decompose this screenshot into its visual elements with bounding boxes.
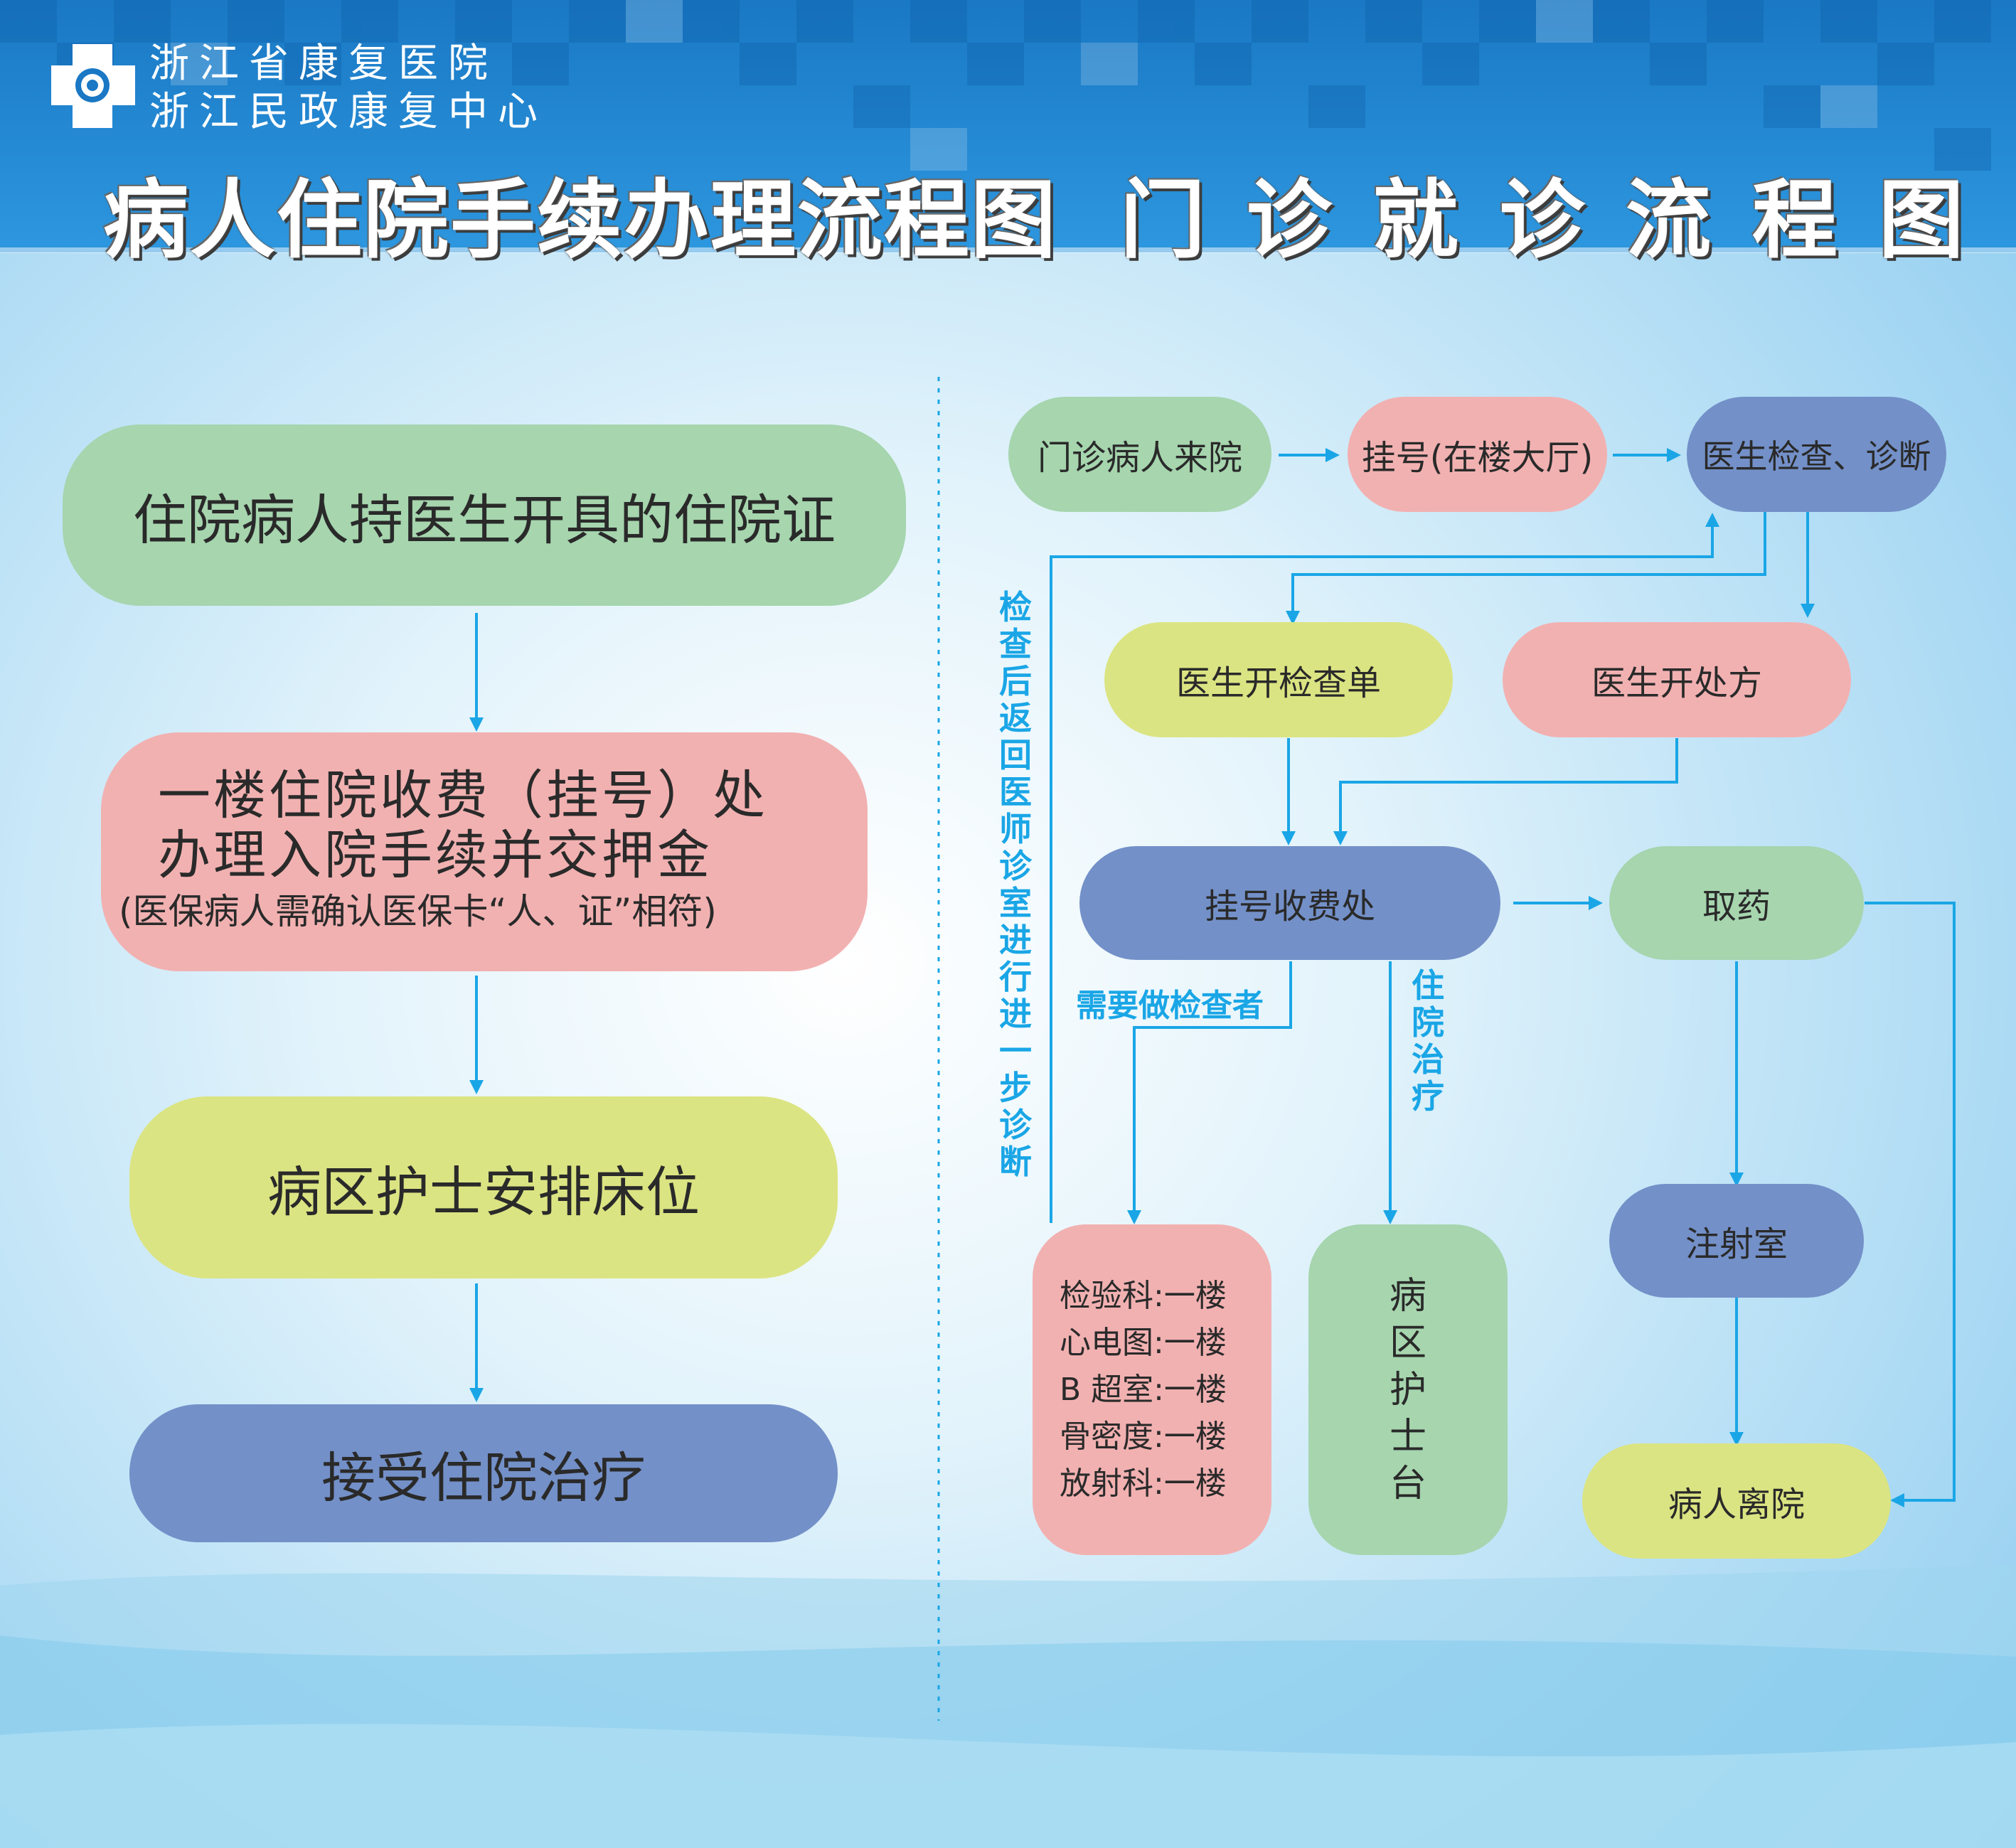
lab-row: 放射科:一楼: [1060, 1465, 1227, 1502]
inpatient-step-admission-certificate: 住院病人持医生开具的住院证: [63, 424, 906, 606]
inpatient-step-payment: 一楼住院收费（挂号）处 办理入院手续并交押金 (医保病人需确认医保卡“人、证”相…: [101, 732, 868, 971]
label-hospitalize: 住院治疗: [1412, 966, 1444, 1116]
outpatient-pharmacy-text: 取药: [1702, 887, 1771, 926]
inpatient-step2-line1: 一楼住院收费（挂号）处: [158, 765, 768, 826]
outpatient-pharmacy: 取药: [1609, 846, 1864, 960]
org-name-line2: 浙江民政康复中心: [149, 89, 548, 135]
label-need-exam: 需要做检查者: [1076, 988, 1264, 1024]
inpatient-step2-line2: 办理入院手续并交押金: [158, 825, 713, 886]
lab-row: 检验科:一楼: [1060, 1277, 1227, 1314]
outpatient-register: 挂号(在楼大厅): [1348, 397, 1607, 512]
outpatient-cashier: 挂号收费处: [1079, 846, 1500, 960]
inpatient-title: 病人住院手续办理流程图: [103, 171, 1057, 270]
outpatient-cashier-text: 挂号收费处: [1204, 887, 1375, 926]
outpatient-diagnose-text: 医生检查、诊断: [1702, 437, 1931, 476]
inpatient-step1-text: 住院病人持医生开具的住院证: [133, 488, 836, 552]
outpatient-title: 门 诊 就 诊 流 程 图: [1120, 171, 1970, 270]
nurse-station-text: 病区护士台: [1389, 1274, 1426, 1505]
inpatient-step4-text: 接受住院治疗: [321, 1446, 646, 1510]
inpatient-step-bed-assignment: 病区护士安排床位: [129, 1096, 838, 1278]
outpatient-exam-order: 医生开检查单: [1104, 622, 1453, 737]
outpatient-nurse-station: 病区护士台: [1308, 1224, 1508, 1555]
lab-row: B 超室:一楼: [1060, 1371, 1227, 1408]
outpatient-leave: 病人离院: [1582, 1443, 1891, 1559]
outpatient-exam-order-text: 医生开检查单: [1175, 663, 1381, 703]
lab-row: 骨密度:一楼: [1060, 1418, 1227, 1455]
org-name-line1: 浙江省康复医院: [149, 41, 498, 87]
outpatient-prescription: 医生开处方: [1503, 622, 1851, 737]
hospital-logo-icon: [51, 44, 135, 128]
label-return-to-doctor: 检查后返回医师诊室进行进一步诊断: [999, 588, 1032, 1181]
outpatient-leave-text: 病人离院: [1668, 1485, 1805, 1524]
lab-row: 心电图:一楼: [1060, 1324, 1227, 1361]
inpatient-step2-note: (医保病人需确认医保卡“人、证”相符): [119, 891, 717, 932]
outpatient-diagnose: 医生检查、诊断: [1687, 397, 1946, 512]
inpatient-step-treatment: 接受住院治疗: [129, 1404, 838, 1542]
outpatient-injection-text: 注射室: [1685, 1224, 1788, 1264]
outpatient-injection: 注射室: [1609, 1184, 1864, 1298]
outpatient-arrive: 门诊病人来院: [1008, 397, 1271, 512]
inpatient-step3-text: 病区护士安排床位: [267, 1160, 700, 1224]
outpatient-labs: 检验科:一楼 心电图:一楼 B 超室:一楼 骨密度:一楼 放射科:一楼: [1033, 1224, 1271, 1555]
outpatient-prescription-text: 医生开处方: [1591, 663, 1762, 703]
outpatient-register-text: 挂号(在楼大厅): [1361, 438, 1594, 478]
outpatient-arrive-text: 门诊病人来院: [1037, 438, 1242, 478]
